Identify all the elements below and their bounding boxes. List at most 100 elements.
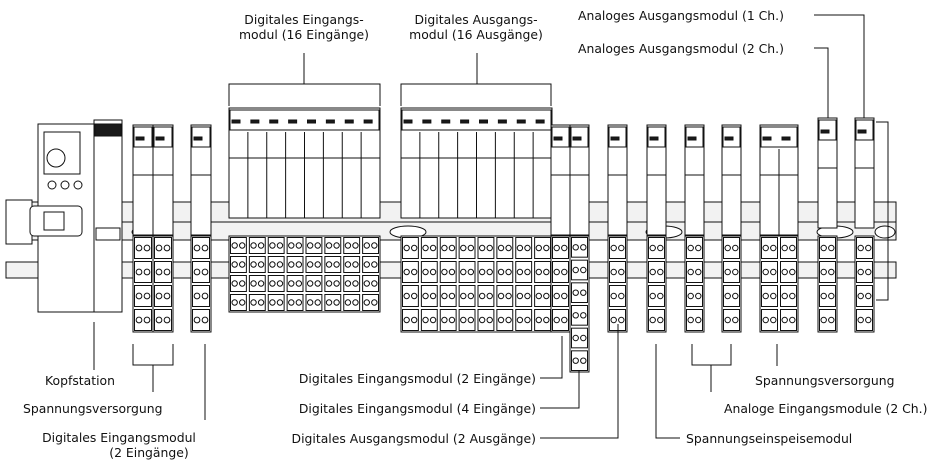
terminal-cell (552, 285, 569, 307)
terminal-cell (439, 261, 457, 283)
io-module (817, 117, 838, 333)
terminal-cell (819, 237, 836, 259)
terminal-screw (411, 268, 418, 276)
terminal-cell (402, 285, 419, 307)
terminal-cell (134, 261, 152, 283)
terminal-screw (618, 292, 625, 300)
terminal-cell (496, 261, 514, 283)
terminal-cell (571, 350, 588, 372)
module-housing (721, 124, 742, 236)
led-indicator (649, 136, 659, 141)
terminal-screw (295, 280, 303, 287)
led-indicator (422, 119, 432, 124)
terminal-cell (686, 285, 703, 307)
terminal-screw (231, 242, 238, 249)
terminal-screw (505, 316, 512, 324)
bracket-dig-out-16 (400, 83, 552, 106)
terminal-screw (363, 242, 370, 249)
terminal-screw (580, 357, 587, 364)
terminal-cell (192, 285, 210, 307)
terminal-cell (286, 237, 304, 254)
terminal-cell (780, 309, 797, 331)
terminal-screw (306, 242, 314, 249)
terminal-screw (257, 280, 265, 287)
terminal-cell (154, 237, 172, 259)
terminal-screw (789, 316, 796, 324)
terminal-cell (154, 309, 172, 331)
terminal-screw (618, 268, 625, 276)
label-dig-out-16: Digitales Ausgangs- modul (16 Ausgänge) (406, 12, 546, 42)
terminal-screw (363, 280, 370, 287)
terminal-cell (267, 275, 285, 292)
terminal-screw (610, 268, 617, 276)
terminal-cell (609, 237, 626, 259)
terminal-screw (371, 280, 378, 287)
terminal-cell (458, 309, 476, 331)
label-dig-in-16-line1: Digitales Eingangs- (244, 12, 364, 27)
terminal-screw (828, 292, 835, 300)
terminal-screw (306, 261, 314, 268)
terminal-screw (276, 280, 284, 287)
terminal-cell (780, 261, 797, 283)
terminal-screw (250, 261, 257, 268)
terminal-screw (403, 316, 410, 324)
terminal-cell (154, 285, 172, 307)
terminal-cell (420, 285, 438, 307)
terminal-screw (344, 299, 352, 306)
terminal-screw (295, 261, 303, 268)
terminal-screw (580, 289, 587, 296)
terminal-screw (762, 268, 769, 276)
terminal-cell (362, 275, 379, 292)
terminal-screw (460, 244, 467, 252)
terminal-screw (553, 292, 560, 300)
terminal-screw (460, 268, 467, 276)
terminal-screw (516, 292, 524, 300)
terminal-screw (649, 244, 656, 252)
terminal-screw (269, 261, 276, 268)
led-indicator (479, 119, 488, 124)
terminal-screw (580, 244, 587, 251)
terminal-cell (230, 256, 247, 273)
terminal-screw (561, 268, 568, 276)
terminal-screw (295, 299, 303, 306)
terminal-screw (143, 268, 151, 276)
terminal-cell (856, 285, 873, 307)
terminal-screw (333, 261, 340, 268)
terminal-screw (553, 244, 560, 252)
terminal-screw (306, 299, 314, 306)
terminal-cell (439, 285, 457, 307)
label-dig-out-16-line1: Digitales Ausgangs- (414, 12, 538, 27)
terminal-cell (648, 261, 665, 283)
terminal-block (152, 235, 174, 333)
terminal-cell (552, 261, 569, 283)
label-dig-in-2-left-line2: (2 Eingänge) (109, 445, 189, 460)
terminal-cell (192, 309, 210, 331)
terminal-screw (695, 268, 702, 276)
terminal-screw (516, 316, 524, 324)
terminal-screw (524, 268, 531, 276)
terminal-screw (314, 299, 321, 306)
io-module (721, 124, 742, 333)
terminal-screw (687, 244, 694, 252)
terminal-cell (515, 309, 533, 331)
callout-lines (93, 14, 865, 439)
terminal-screw (497, 316, 505, 324)
terminal-screw (201, 244, 209, 252)
terminal-screw (460, 292, 467, 300)
terminal-cell (761, 285, 778, 307)
terminal-screw (789, 292, 796, 300)
terminal-screw (535, 244, 542, 252)
terminal-cell (230, 275, 247, 292)
terminal-screw (325, 299, 333, 306)
terminal-screw (657, 292, 664, 300)
terminal-screw (429, 292, 437, 300)
terminal-screw (781, 268, 788, 276)
terminal-cell (420, 237, 438, 259)
terminal-screw (467, 292, 475, 300)
led-indicator (857, 129, 867, 134)
terminal-cell (248, 275, 266, 292)
terminal-screw (524, 244, 531, 252)
terminal-screw (193, 268, 201, 276)
io-modules (132, 107, 889, 373)
terminal-screw (269, 299, 276, 306)
